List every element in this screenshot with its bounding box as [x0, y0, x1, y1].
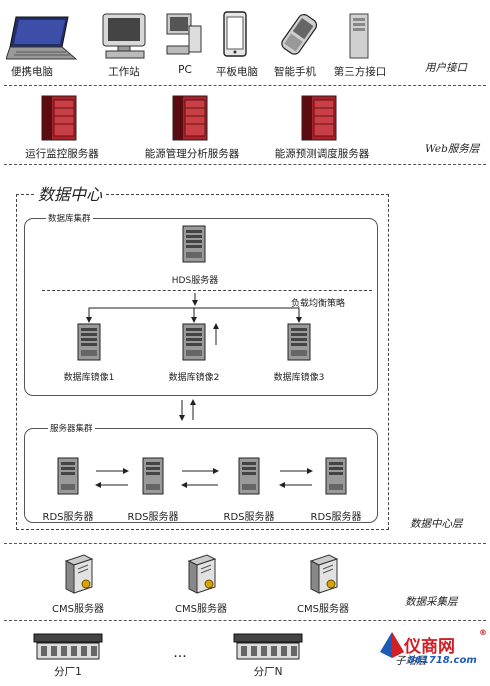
db-mirror-icon [77, 323, 101, 361]
factory-building-icon [33, 633, 103, 660]
cms-server-label: CMS服务器 [52, 604, 104, 615]
layer-label-web: Web服务层 [425, 143, 480, 155]
db-mirror-label: 数据库镜像2 [168, 373, 220, 383]
cms-server-label: CMS服务器 [175, 604, 227, 615]
user-item-label: 第三方接口 [333, 66, 387, 78]
rds-server-icon [57, 457, 79, 495]
load-balance-label: 负载均衡策略 [290, 299, 346, 309]
substation-ellipsis: ... [173, 645, 187, 661]
layer-divider [4, 85, 486, 86]
web-item-label: 能源管理分析服务器 [144, 148, 240, 160]
web-item-label: 运行监控服务器 [25, 148, 99, 160]
layer-label-acquisition: 数据采集层 [405, 596, 458, 608]
layer-divider [4, 620, 486, 621]
data-center-title: 数据中心 [34, 181, 107, 205]
rds-server-label: RDS服务器 [223, 512, 275, 523]
brand-reg: ® [479, 628, 487, 637]
cms-server-icon [187, 554, 217, 594]
server-cluster-box [24, 428, 378, 523]
user-item-label: 智能手机 [274, 66, 316, 78]
web-item-label: 能源预测调度服务器 [274, 148, 370, 160]
layer-divider [4, 543, 486, 544]
watermark-logo: 仪商网 ® 861718.com [378, 624, 488, 684]
db-mirror-label: 数据库镜像3 [273, 373, 325, 383]
smartphone-icon [281, 13, 318, 55]
laptop-icon [6, 16, 78, 60]
cms-server-icon [309, 554, 339, 594]
substation-label: 分厂1 [54, 666, 82, 678]
server-tower-icon [349, 13, 369, 59]
layer-label-datacenter: 数据中心层 [410, 518, 463, 530]
user-item-label: PC [178, 64, 192, 76]
pc-icon [166, 13, 202, 55]
workstation-icon [102, 13, 146, 59]
rack-server-icon [172, 95, 208, 141]
cms-server-label: CMS服务器 [297, 604, 349, 615]
server-cluster-title: 服务器集群 [48, 422, 95, 434]
db-mirror-label: 数据库镜像1 [63, 373, 115, 383]
hds-server-icon [182, 225, 206, 263]
db-cluster-box [24, 218, 378, 396]
brand-name: 仪商网 [404, 637, 455, 657]
layer-label-user: 用户接口 [425, 62, 467, 74]
hds-server-label: HDS服务器 [171, 276, 219, 286]
rds-server-icon [238, 457, 260, 495]
user-item-label: 工作站 [108, 66, 140, 78]
layer-divider [4, 164, 486, 165]
tablet-icon [223, 11, 247, 57]
substation-label: 分厂N [253, 666, 283, 678]
layer-label-substation: 子站层 [395, 655, 427, 667]
factory-building-icon [233, 633, 303, 660]
user-item-label: 便携电脑 [11, 66, 53, 78]
cms-server-icon [64, 554, 94, 594]
rack-server-icon [301, 95, 337, 141]
brand-logo-icon [380, 632, 404, 658]
rds-server-label: RDS服务器 [127, 512, 179, 523]
rds-server-label: RDS服务器 [310, 512, 362, 523]
cluster-divider [42, 290, 372, 291]
rack-server-icon [41, 95, 77, 141]
db-mirror-icon [182, 323, 206, 361]
db-cluster-title: 数据库集群 [46, 212, 93, 224]
rds-server-label: RDS服务器 [42, 512, 94, 523]
db-mirror-icon [287, 323, 311, 361]
rds-server-icon [325, 457, 347, 495]
data-center-boundary [16, 194, 389, 530]
rds-server-icon [142, 457, 164, 495]
brand-url: 861718.com [408, 655, 477, 666]
user-item-label: 平板电脑 [216, 66, 258, 78]
